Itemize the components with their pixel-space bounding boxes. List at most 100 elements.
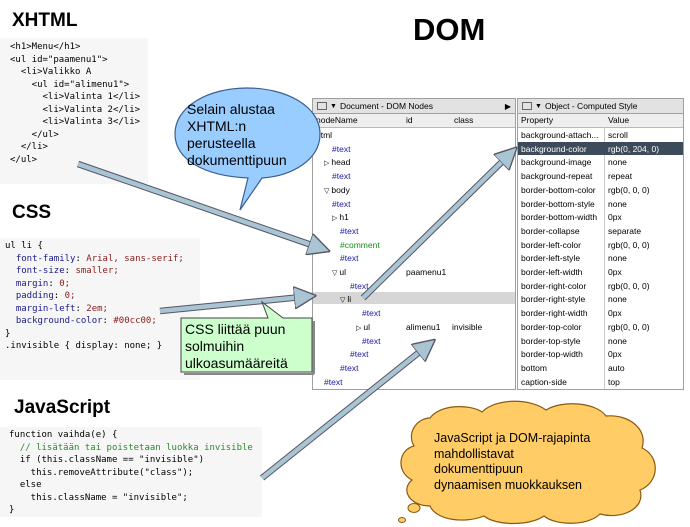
node-name: ul xyxy=(363,321,371,332)
property-value: separate xyxy=(608,225,642,236)
callout-line: CSS liittää puun xyxy=(185,321,286,337)
dom-node-ul[interactable]: ▷ul xyxy=(356,322,370,332)
collapse-icon[interactable]: ▽ xyxy=(324,187,330,195)
dom-node-text[interactable]: #text xyxy=(350,349,368,359)
node-name: li xyxy=(347,294,352,305)
node-name: #text xyxy=(332,198,351,209)
dom-node-text[interactable]: #text xyxy=(332,171,350,181)
panel-menu-icon[interactable] xyxy=(317,102,327,110)
dropdown-arrow-icon[interactable]: ▼ xyxy=(330,102,337,110)
column-id[interactable]: id xyxy=(406,115,413,125)
node-name: #text xyxy=(340,225,359,236)
property-value: scroll xyxy=(608,130,628,140)
dom-node-text[interactable]: #text xyxy=(340,363,358,373)
column-property[interactable]: Property xyxy=(521,115,554,125)
column-nodename[interactable]: nodeName xyxy=(316,115,358,125)
node-name: #text xyxy=(340,362,359,373)
expand-icon[interactable]: ▷ xyxy=(356,324,362,332)
code-line: <ul id="alimenu1"> xyxy=(10,79,130,90)
dom-node-text[interactable]: #text xyxy=(332,199,350,209)
dom-heading: DOM xyxy=(413,12,486,47)
style-property-row[interactable]: border-right-color rgb(0, 0, 0) xyxy=(518,279,683,293)
style-property-row[interactable]: background-attach...scroll xyxy=(518,128,683,142)
node-name: #text xyxy=(332,143,351,154)
dom-node-text[interactable]: #text xyxy=(350,281,368,291)
style-property-row[interactable]: border-left-style none xyxy=(518,251,683,265)
expand-icon[interactable]: ▷ xyxy=(332,215,338,223)
node-name: ul xyxy=(339,267,347,277)
property-name: border-right-style xyxy=(521,294,586,305)
dom-node-h1[interactable]: ▷h1 xyxy=(332,212,349,222)
property-value: none xyxy=(608,335,627,346)
dom-node-text[interactable]: #text xyxy=(340,253,358,263)
column-value[interactable]: Value xyxy=(608,115,630,125)
property-name: border-right-color xyxy=(521,280,587,291)
code-line: font-family: Arial, sans-serif; xyxy=(15,253,184,264)
property-name: border-bottom-color xyxy=(521,184,596,195)
selain-callout-text: Selain alustaa XHTML:n perusteella dokum… xyxy=(187,101,307,169)
property-name: background-color xyxy=(521,143,587,154)
dom-node-body[interactable]: ▽body xyxy=(324,185,350,195)
dom-node-li[interactable]: ▽li xyxy=(340,294,351,304)
code-line: <li>Valinta 3</li> xyxy=(10,117,141,127)
code-line: .invisible { display: none; } xyxy=(5,341,163,351)
dom-node-text[interactable]: #text xyxy=(362,308,380,318)
callout-line: dokumenttipuun xyxy=(434,462,523,476)
dom-panel-titlebar: ▼ Document - DOM Nodes ▶ xyxy=(313,99,515,114)
dom-node-text[interactable]: #text xyxy=(362,336,380,346)
dom-node-html[interactable]: html xyxy=(316,130,332,140)
column-class[interactable]: class xyxy=(454,115,474,125)
collapse-icon[interactable]: ▽ xyxy=(332,270,338,277)
column-divider xyxy=(604,127,605,389)
dropdown-arrow-icon[interactable]: ▼ xyxy=(535,102,542,110)
expand-icon[interactable]: ▷ xyxy=(324,160,330,168)
javascript-callout-text: JavaScript ja DOM-rajapinta mahdollistav… xyxy=(434,431,634,493)
collapse-icon[interactable]: ▽ xyxy=(340,297,346,305)
code-line: font-size: smaller; xyxy=(15,266,119,276)
code-line: else xyxy=(9,480,42,490)
code-line: function vaihda(e) { xyxy=(9,430,118,440)
code-line: </ul> xyxy=(10,129,59,140)
code-line: // lisätään tai poistetaan luokka invisi… xyxy=(9,442,253,453)
dom-node-comment[interactable]: #comment xyxy=(340,240,380,250)
dom-node-text[interactable]: #text xyxy=(324,377,342,387)
code-line: <li>Valinta 1</li> xyxy=(10,92,141,102)
dom-node-ul[interactable]: ▽ul xyxy=(332,267,346,277)
property-name: border-bottom-style xyxy=(521,198,595,209)
dom-panel-title: Document - DOM Nodes xyxy=(339,101,433,111)
property-value: none xyxy=(608,253,627,264)
dom-nodes-panel: ▼ Document - DOM Nodes ▶ nodeName id cla… xyxy=(312,98,516,390)
javascript-code-block: function vaihda(e) { // lisätään tai poi… xyxy=(0,427,262,517)
code-line: if (this.className == "invisible") xyxy=(9,455,205,465)
javascript-heading: JavaScript xyxy=(14,397,111,418)
dom-node-text[interactable]: #text xyxy=(340,226,358,236)
property-value: rgb(0, 0, 0) xyxy=(608,280,650,291)
node-name: #text xyxy=(350,349,369,360)
node-name: head xyxy=(331,157,351,168)
dom-node-head[interactable]: ▷head xyxy=(324,157,350,167)
code-line: margin-left: 2em; xyxy=(15,303,108,314)
xhtml-code-block: <h1>Menu</h1><ul id="paamenu1"> <li>Vali… xyxy=(0,38,148,184)
property-name: border-left-color xyxy=(521,239,581,250)
callout-line: perusteella xyxy=(187,135,256,151)
expand-arrow-icon[interactable]: ▶ xyxy=(504,101,511,111)
property-name: border-left-style xyxy=(521,253,581,264)
panel-menu-icon[interactable] xyxy=(522,102,532,110)
dom-node-text[interactable]: #text xyxy=(332,144,350,154)
